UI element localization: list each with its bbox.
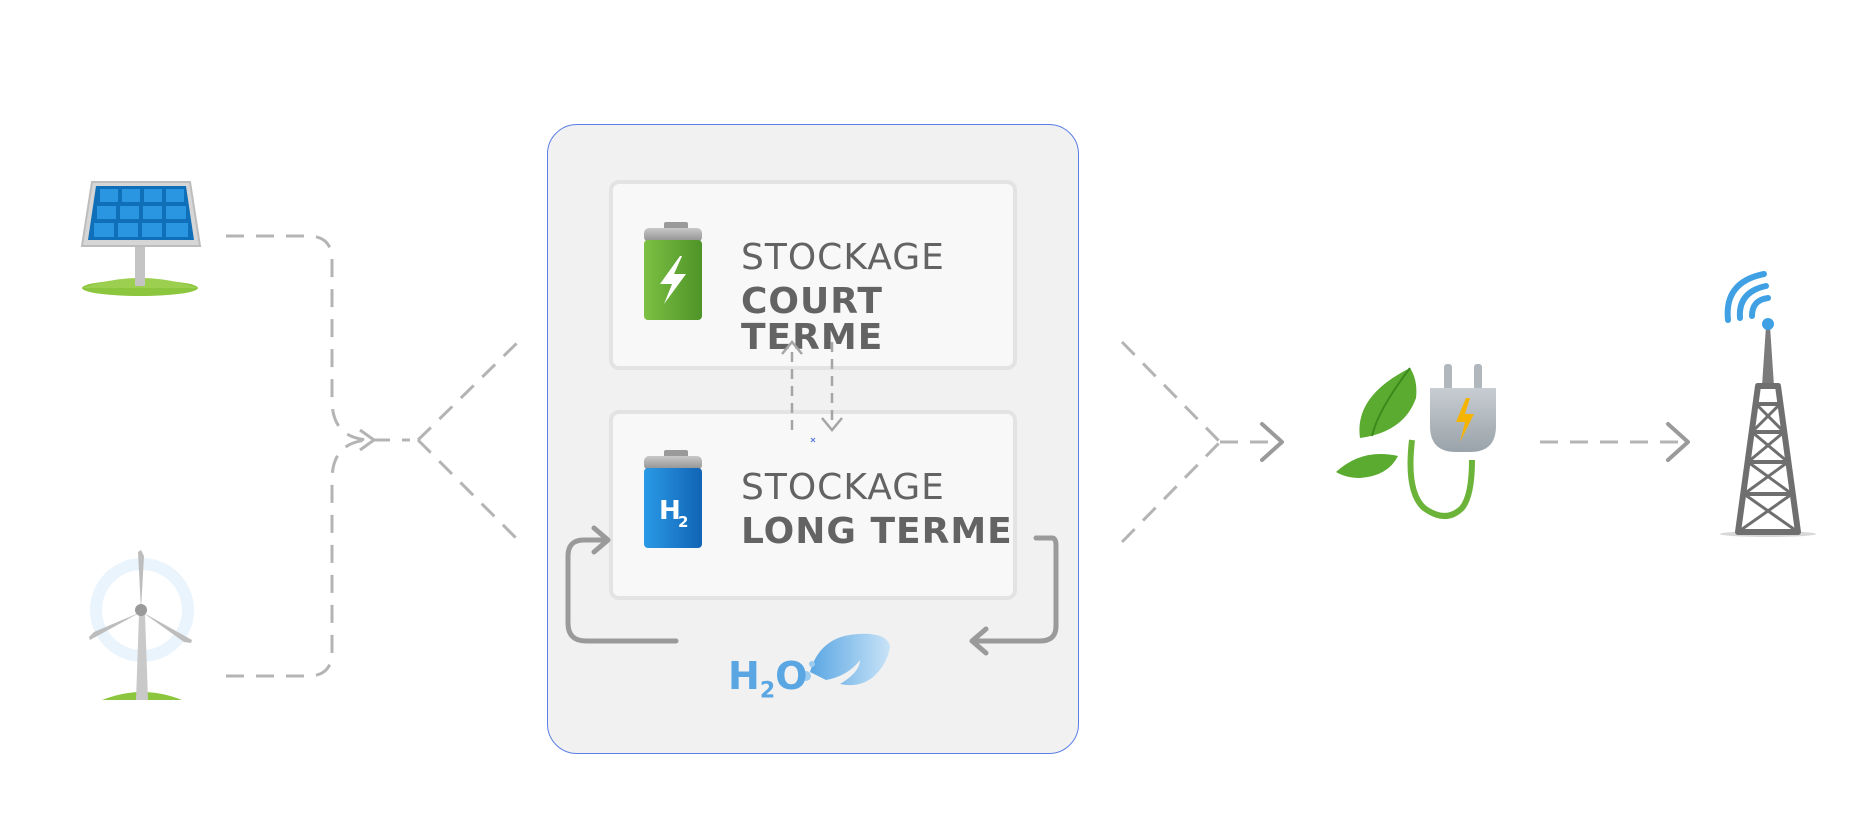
- center-marker-icon: [810, 437, 816, 443]
- lightning-battery-icon: [644, 222, 702, 320]
- fan-out-lower: [416, 438, 520, 542]
- solar-panel-icon: [80, 181, 202, 296]
- wind-turbine-icon: [89, 550, 194, 700]
- long-term-line1: STOCKAGE: [741, 467, 945, 508]
- battery-h-letter: H: [659, 496, 681, 526]
- long-term-storage-label: STOCKAGE LONG TERME: [741, 470, 1013, 550]
- loop-left-path: [565, 537, 679, 644]
- green-plug-icon: [1336, 364, 1496, 519]
- short-term-line2: COURT TERME: [741, 281, 884, 358]
- storage-exchange-arrows: [781, 340, 843, 432]
- water-label-subscript: 2: [759, 678, 776, 704]
- output-connectors: [1120, 340, 1680, 544]
- fan-in-upper: [1120, 340, 1222, 444]
- hydrogen-battery-icon: H 2: [644, 450, 702, 548]
- water-label-base: H: [728, 654, 760, 698]
- water-label-suffix: O: [775, 654, 808, 698]
- merge-chevron: [359, 428, 377, 452]
- loop-left-arrow-icon: [591, 525, 611, 555]
- transmission-tower-icon: [1720, 271, 1816, 537]
- short-term-line1: STOCKAGE: [741, 237, 945, 278]
- solar-connector: [226, 234, 373, 442]
- short-term-storage-label: STOCKAGE COURT TERME: [741, 240, 1013, 356]
- fan-out-upper: [416, 340, 520, 442]
- arrow-to-grid-icon: [1666, 422, 1690, 462]
- battery-h-subscript: 2: [678, 513, 688, 531]
- arrow-to-plug-icon: [1260, 422, 1284, 462]
- short-term-storage-card: STOCKAGE COURT TERME: [609, 180, 1017, 370]
- fan-in-lower: [1120, 440, 1222, 544]
- water-wave-icon: [801, 633, 890, 686]
- long-term-line2: LONG TERME: [741, 511, 1013, 552]
- loop-right-arrow-icon: [969, 626, 989, 656]
- exchange-up-arrow-icon: [781, 340, 803, 355]
- water-label: H2O: [728, 654, 807, 704]
- exchange-down-arrow-icon: [821, 417, 843, 432]
- wind-connector: [226, 438, 373, 678]
- loop-right-path: [971, 535, 1059, 644]
- water-cycle-loop: [565, 525, 1059, 656]
- source-connectors: [226, 234, 520, 678]
